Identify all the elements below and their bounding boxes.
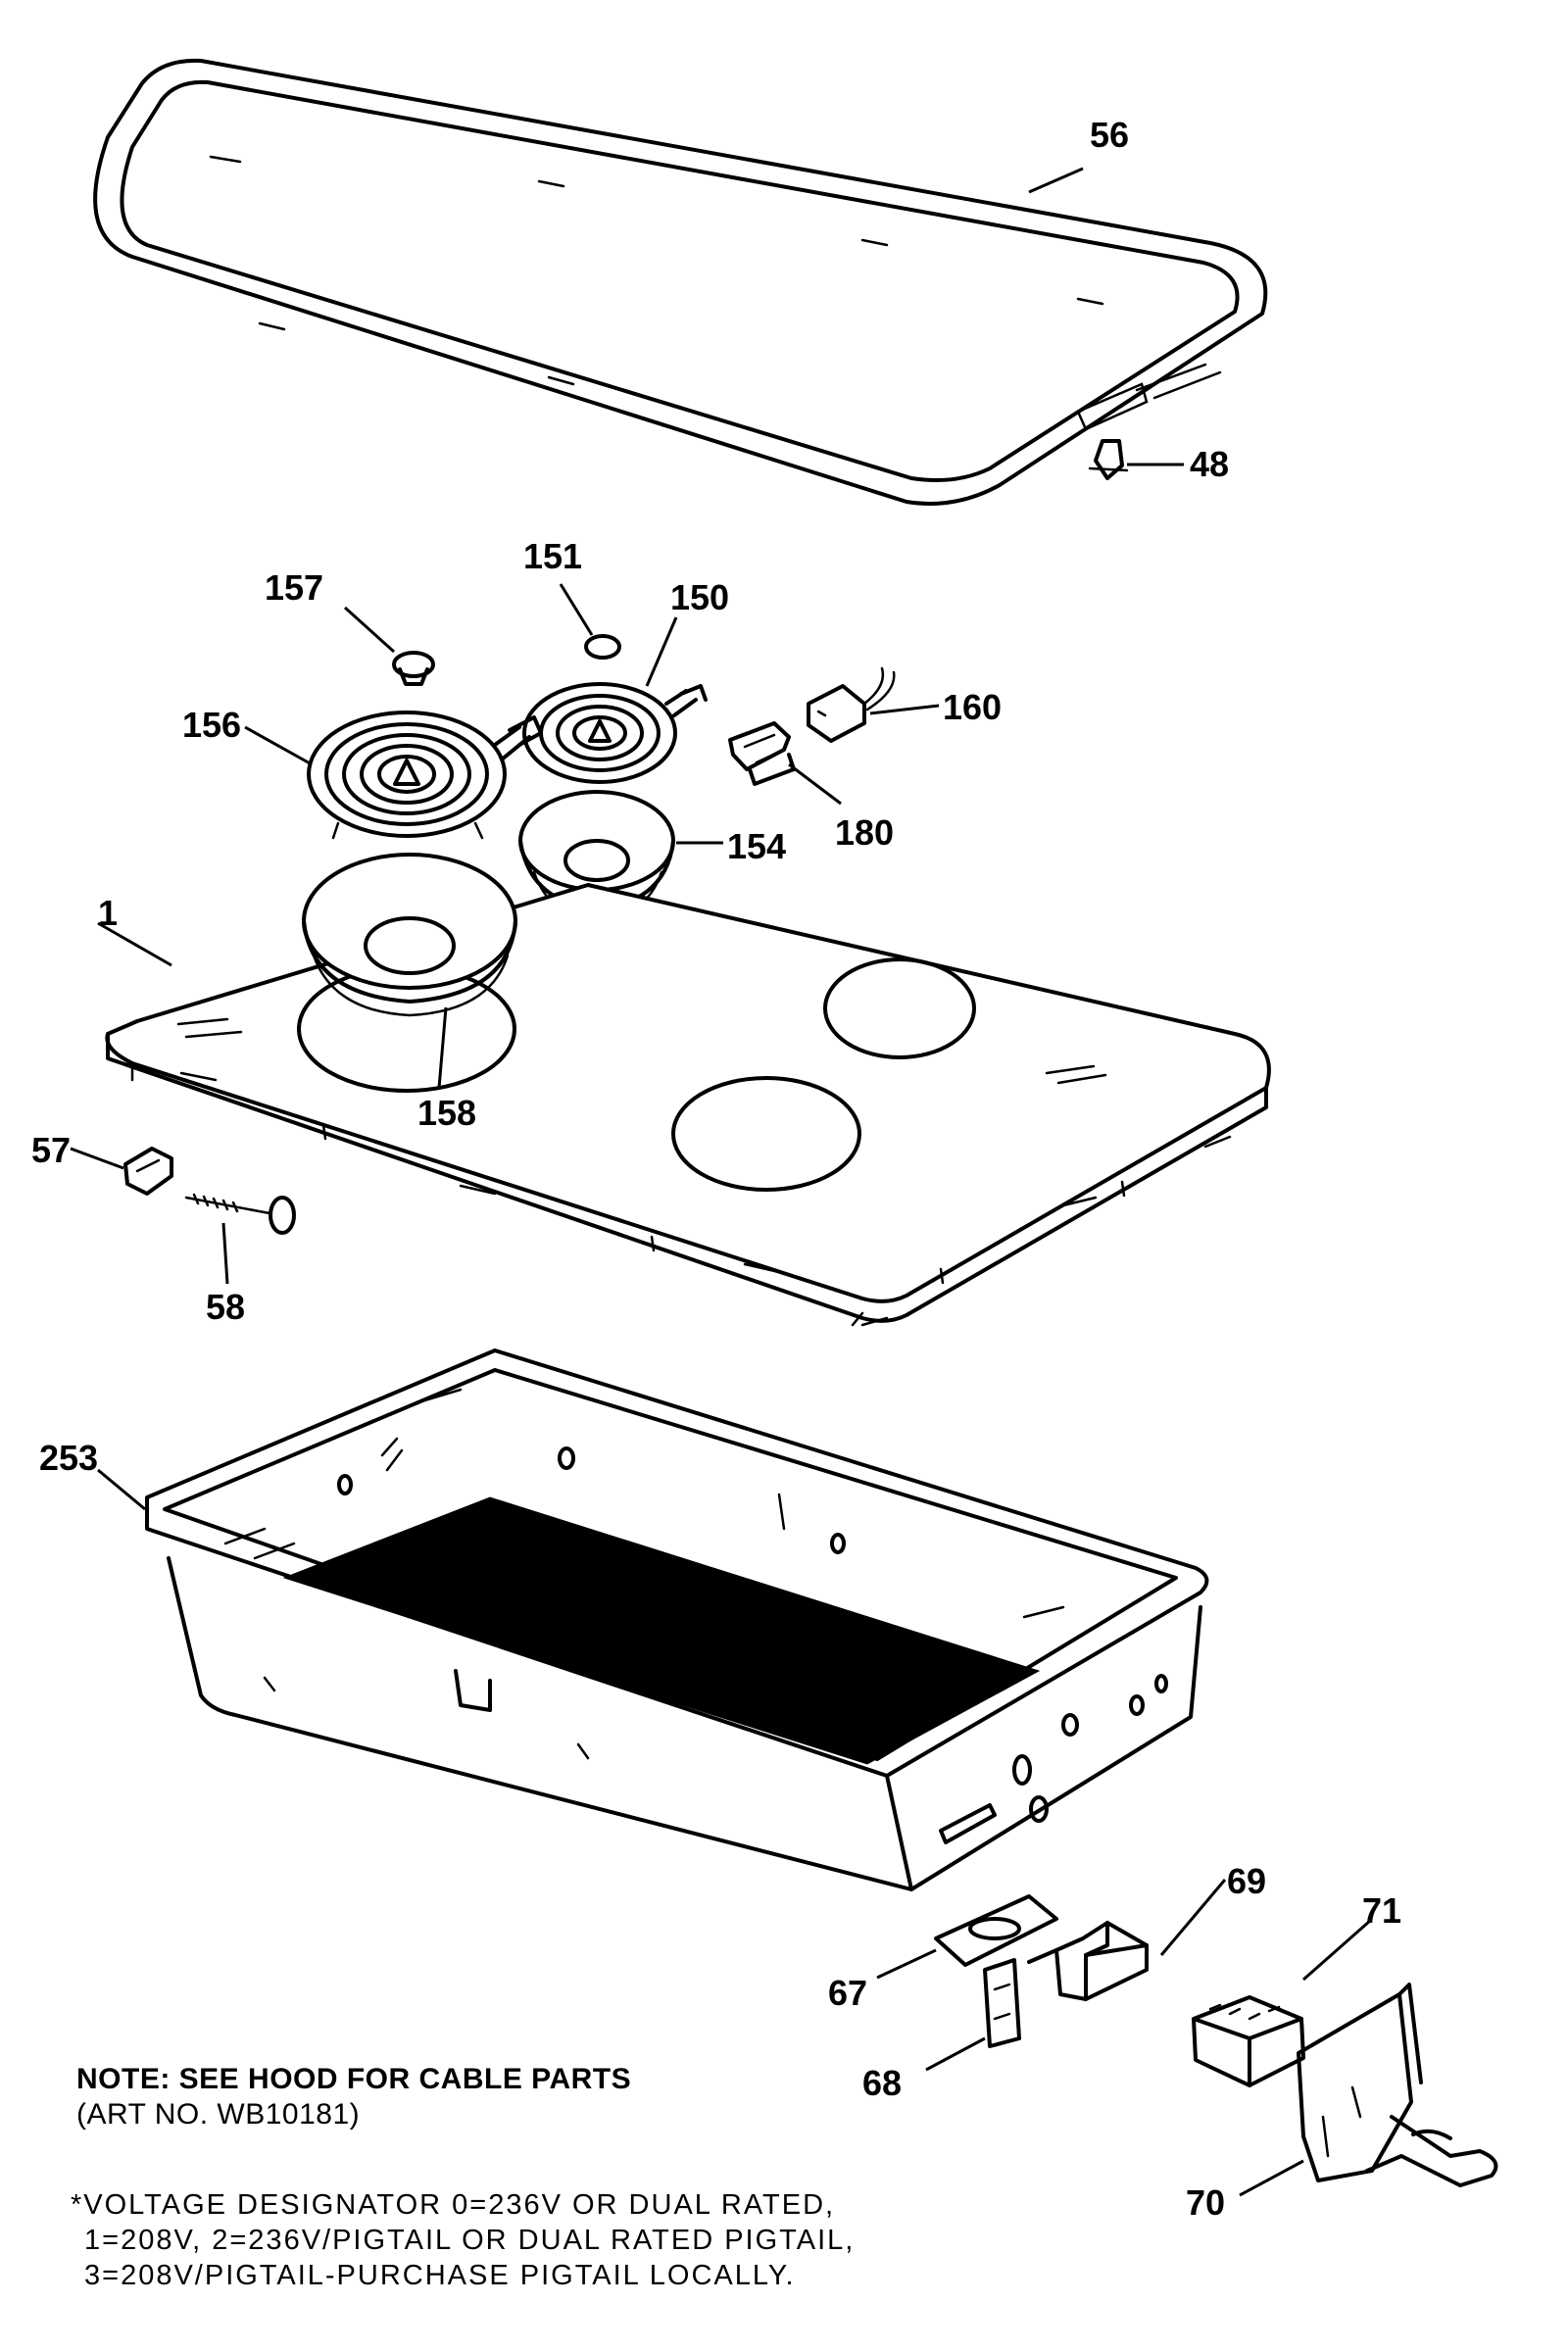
cap-151 xyxy=(584,634,621,660)
junction-bracket-70 xyxy=(1297,1983,1498,2187)
leader-71 xyxy=(1302,1919,1371,1982)
voltage-line-3: 3=208V/PIGTAIL-PURCHASE PIGTAIL LOCALLY. xyxy=(84,2260,796,2291)
leader-70 xyxy=(1239,2159,1304,2197)
callout-253: 253 xyxy=(39,1438,98,1478)
leader-180 xyxy=(788,762,842,806)
burner-box-253 xyxy=(145,1348,1209,1891)
callout-151: 151 xyxy=(523,536,582,576)
note-line-1: NOTE: SEE HOOD FOR CABLE PARTS xyxy=(76,2063,632,2095)
cover-69 xyxy=(1027,1921,1149,2001)
leader-58 xyxy=(221,1222,229,1285)
surface-element-150 xyxy=(522,682,708,784)
trim-frame-56 xyxy=(93,58,1268,506)
leader-160 xyxy=(869,704,940,715)
cooktop-1 xyxy=(105,883,1271,1327)
leader-253 xyxy=(97,1468,146,1511)
callout-67: 67 xyxy=(828,1973,867,2013)
leader-57 xyxy=(70,1147,124,1170)
callout-160: 160 xyxy=(943,687,1002,727)
receptacle-180 xyxy=(728,721,796,786)
callout-156: 156 xyxy=(182,705,241,745)
leader-150 xyxy=(645,616,678,687)
terminal-block-71 xyxy=(1192,1995,1305,2087)
leader-67 xyxy=(876,1948,937,1980)
callout-157: 157 xyxy=(265,567,323,608)
drip-pan-154 xyxy=(518,790,675,923)
terminal-block-160 xyxy=(807,666,896,743)
leader-151 xyxy=(559,583,594,636)
callout-180: 180 xyxy=(835,812,894,853)
note-line-2: (ART NO. WB10181) xyxy=(76,2098,361,2131)
clip-48 xyxy=(1088,439,1129,480)
callout-70: 70 xyxy=(1186,2182,1225,2223)
note-block: NOTE: SEE HOOD FOR CABLE PARTS (ART NO. … xyxy=(76,2063,860,2132)
surface-element-156 xyxy=(307,710,543,840)
callout-56: 56 xyxy=(1090,115,1129,155)
leader-157 xyxy=(343,606,396,654)
callout-1: 1 xyxy=(98,893,118,933)
callout-71: 71 xyxy=(1362,1890,1401,1931)
cap-157 xyxy=(392,651,435,686)
voltage-line-2: 1=208V, 2=236V/PIGTAIL OR DUAL RATED PIG… xyxy=(84,2225,856,2256)
callout-150: 150 xyxy=(670,577,729,617)
callout-158: 158 xyxy=(417,1093,476,1133)
voltage-line-1: *VOLTAGE DESIGNATOR 0=236V OR DUAL RATED… xyxy=(71,2189,836,2221)
leader-156 xyxy=(244,725,313,766)
leader-158 xyxy=(437,1006,448,1089)
leader-69 xyxy=(1159,1879,1227,1956)
strap-68 xyxy=(983,1958,1021,2048)
callout-48: 48 xyxy=(1190,444,1229,484)
callout-154: 154 xyxy=(727,826,786,866)
leader-1 xyxy=(97,921,172,967)
leader-56 xyxy=(1028,167,1084,194)
drip-pan-158 xyxy=(302,853,517,1017)
callout-69: 69 xyxy=(1227,1861,1266,1901)
callout-68: 68 xyxy=(862,2063,902,2103)
gasket-67 xyxy=(934,1894,1058,1967)
leader-68 xyxy=(925,2036,986,2072)
callout-58: 58 xyxy=(206,1287,245,1327)
voltage-designator-note: *VOLTAGE DESIGNATOR 0=236V OR DUAL RATED… xyxy=(71,2187,1011,2293)
callout-57: 57 xyxy=(31,1130,71,1170)
bracket-57 xyxy=(123,1147,173,1196)
screw-58 xyxy=(184,1193,296,1235)
